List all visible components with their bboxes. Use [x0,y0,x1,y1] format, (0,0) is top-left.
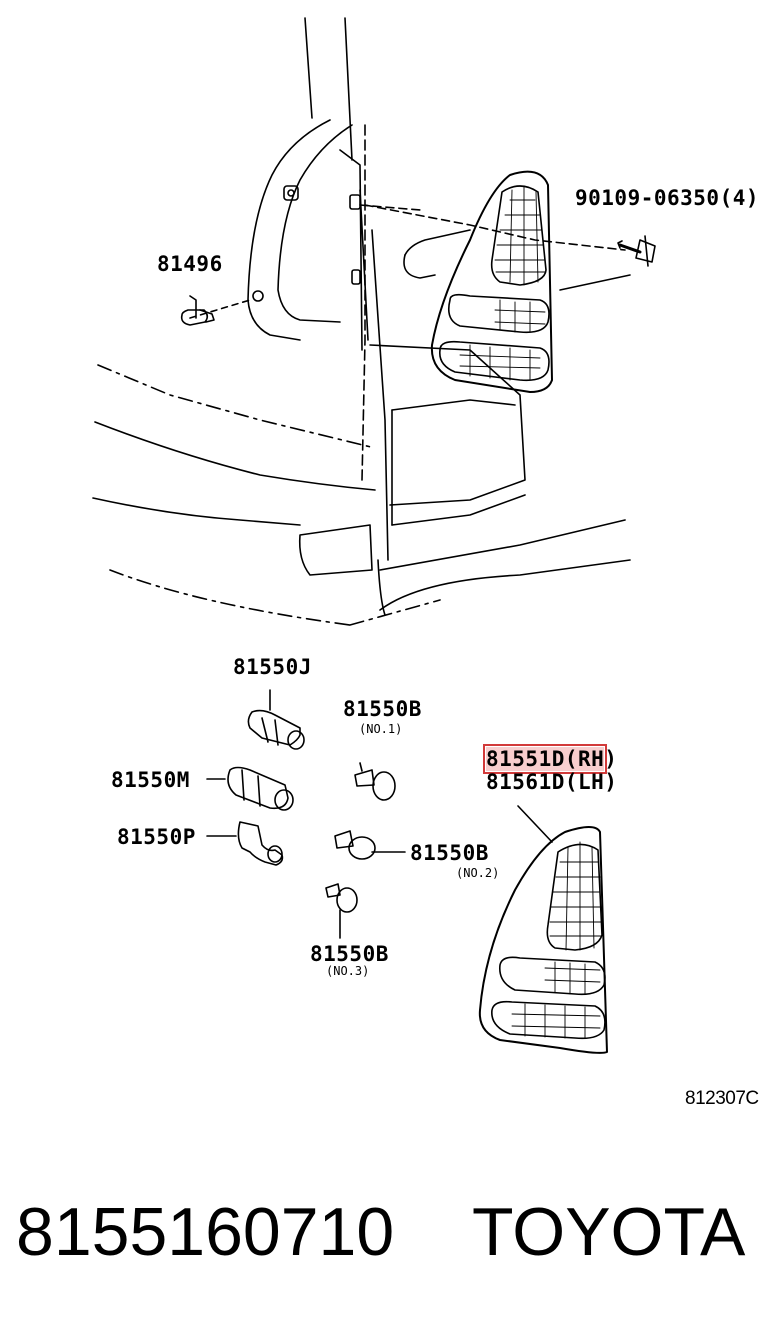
label-lamp-rh: 81551D(RH) [482,744,618,774]
socket-m-drawing [206,766,294,811]
vehicle-body-outline [92,17,631,626]
label-bulb-no3-sub: (NO.3) [326,964,370,978]
label-lamp-rh-close: ) [604,747,618,771]
label-bulb-no2-sub: (NO.2) [456,866,500,880]
socket-p-drawing [206,821,284,866]
label-bolt: 90109-06350(4) [575,186,760,210]
bulb-no3-drawing [325,883,358,939]
label-bulb-no1-sub: (NO.1) [359,722,403,736]
bolt-drawing [617,235,656,267]
label-bulb-no3: 81550B [310,942,389,966]
label-socket-m: 81550M [111,768,190,792]
label-bulb-no2: 81550B [410,841,489,865]
label-socket-p: 81550P [117,825,196,849]
label-socket-j: 81550J [233,655,312,679]
label-clip: 81496 [157,252,223,276]
label-bulb-no1: 81550B [343,697,422,721]
figure-code: 812307C [685,1088,759,1109]
footer-brand: TOYOTA [472,1194,746,1270]
tail-lamp-installed-drawing [430,170,553,393]
bulb-no2-drawing [334,830,406,860]
highlighted-part-number[interactable]: 81551D(RH [482,744,608,774]
clip-drawing [180,295,215,326]
label-lamp-lh: 81561D(LH) [486,770,618,794]
socket-j-drawing [247,689,305,750]
tail-lamp-exploded-drawing [478,805,608,1054]
bulb-no1-drawing [354,762,396,801]
footer-part-number: 8155160710 [16,1194,395,1270]
